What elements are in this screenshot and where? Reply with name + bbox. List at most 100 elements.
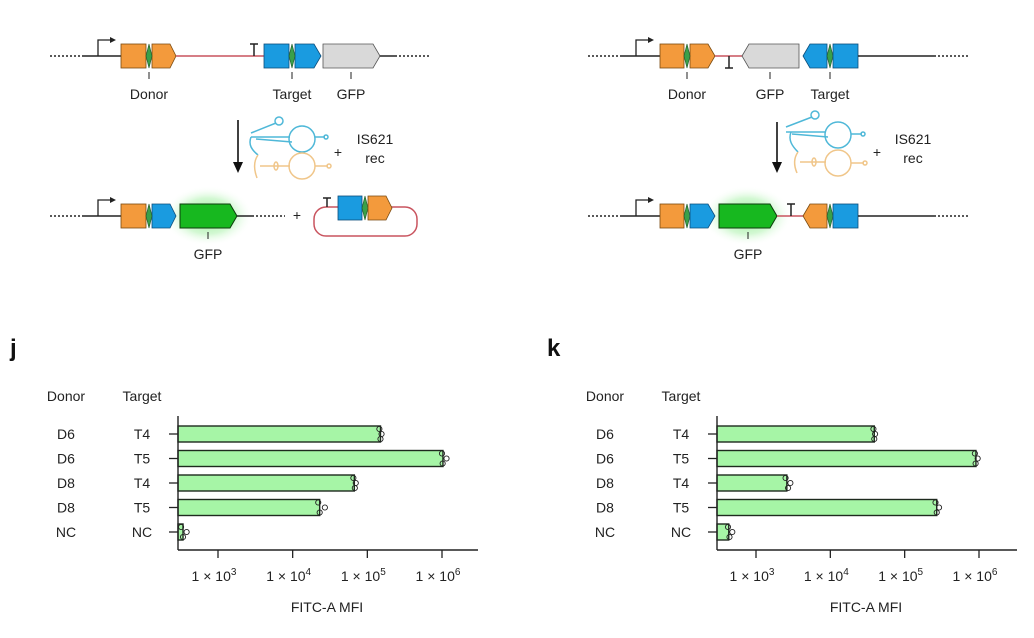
terminator-icon [725, 56, 733, 69]
donor-block [659, 43, 685, 69]
donor-arrow-reversed [802, 203, 828, 229]
replicate-point [443, 455, 450, 462]
replicate-point [351, 484, 358, 492]
row-label-donor: D6 [57, 451, 75, 467]
excised-circle [313, 195, 418, 237]
rec-label: rec [365, 150, 384, 166]
replicate-point [321, 504, 328, 511]
x-tick-label: 1 × 103 [192, 567, 237, 584]
donor-site-icon [145, 43, 153, 69]
column-header-target: Target [662, 388, 701, 404]
x-tick-exponent: 6 [455, 567, 461, 578]
x-tick-label: 1 × 103 [730, 567, 775, 584]
rec-label: rec [903, 150, 922, 166]
terminator-icon [787, 203, 795, 216]
row-label-target: T4 [134, 475, 151, 491]
panel-label-j: j [9, 335, 17, 362]
row-label-donor: D6 [596, 451, 614, 467]
replicate-point [871, 435, 878, 443]
axes [708, 416, 1017, 558]
x-tick-label: 1 × 105 [341, 567, 386, 584]
target-block [832, 203, 859, 229]
promoter-arrow-icon [97, 39, 112, 56]
row-label-donor: NC [56, 524, 76, 540]
donor-site-icon [683, 43, 691, 69]
gfp-off-gene-reversed [741, 43, 800, 69]
replicate-point [316, 509, 323, 516]
replicate-point [933, 509, 940, 516]
promoter-arrowhead-icon [110, 197, 116, 203]
replicate-point [439, 460, 446, 467]
row-label-target: NC [132, 524, 152, 540]
replicate-point [183, 528, 190, 536]
bridge-rna-orange-icon [793, 149, 868, 177]
terminator-icon [323, 197, 331, 207]
plus-sign: + [334, 144, 342, 160]
replicate-point [972, 460, 979, 467]
panel-label-k: k [547, 335, 561, 362]
bar [716, 498, 938, 517]
label-target: Target [811, 86, 850, 102]
replicate-point [935, 504, 943, 511]
diagram-right: Donor GFP Target [588, 37, 968, 262]
label-donor: Donor [130, 86, 168, 102]
tick-labels: 1 × 103 1 × 104 1 × 105 1 × 106 [730, 567, 998, 584]
replicate-point [377, 435, 384, 443]
promoter-arrowhead-icon [648, 197, 654, 203]
x-tick-exponent: 5 [380, 567, 386, 578]
x-tick-exponent: 4 [306, 567, 312, 578]
donor-arrow [689, 43, 716, 69]
replicate-point [785, 484, 792, 492]
target-arrow-reversed [802, 43, 828, 69]
replicate-point [350, 474, 357, 482]
row-label-donor: D6 [57, 426, 75, 442]
is621-label: IS621 [895, 131, 932, 147]
replicate-point [315, 499, 322, 506]
donor-block [659, 203, 685, 229]
row-label-target: T5 [134, 451, 151, 467]
row-label-donor: NC [595, 524, 615, 540]
bridge-rna-blue-icon [249, 116, 329, 156]
target-arrow [294, 43, 322, 69]
bar [177, 474, 356, 492]
promoter-arrowhead-icon [648, 37, 654, 43]
bar [716, 449, 977, 468]
site-icon [826, 203, 834, 229]
replicate-point [726, 533, 733, 541]
replicate-point [787, 479, 794, 487]
label-donor: Donor [668, 86, 706, 102]
column-header-donor: Donor [47, 388, 85, 404]
x-tick-label: 1 × 105 [878, 567, 923, 584]
label-gfp: GFP [337, 86, 366, 102]
construct-right-after: GFP [588, 186, 968, 262]
x-tick-label: 1 × 106 [953, 567, 998, 584]
promoter-arrow-icon [635, 39, 650, 56]
gfp-off-gene [322, 43, 381, 69]
x-axis-label: FITC-A MFI [830, 599, 902, 615]
axes [169, 416, 478, 558]
reaction-arrowhead-icon [772, 162, 782, 173]
row-label-target: T5 [673, 451, 690, 467]
row-label-target: T4 [673, 475, 690, 491]
construct-left-before: Donor Target GFP [50, 37, 430, 102]
promoter-arrow-icon [635, 199, 650, 216]
gfp-on-gene [718, 203, 778, 229]
label-target: Target [273, 86, 312, 102]
bar [177, 449, 444, 468]
donor-block [120, 203, 147, 229]
row-label-target: T5 [673, 500, 690, 516]
bars [177, 425, 444, 541]
x-tick-exponent: 6 [992, 567, 998, 578]
replicate-point [782, 474, 789, 482]
row-label-donor: D8 [57, 475, 75, 491]
replicate-point [932, 499, 939, 506]
terminator-icon [250, 43, 258, 56]
x-tick-label: 1 × 104 [804, 567, 849, 584]
x-axis-label: FITC-A MFI [291, 599, 363, 615]
recombined-site-icon [145, 203, 153, 229]
site-icon [361, 195, 369, 221]
plus-sign-product: + [293, 207, 301, 223]
bar [716, 425, 875, 443]
is621-label: IS621 [357, 131, 394, 147]
